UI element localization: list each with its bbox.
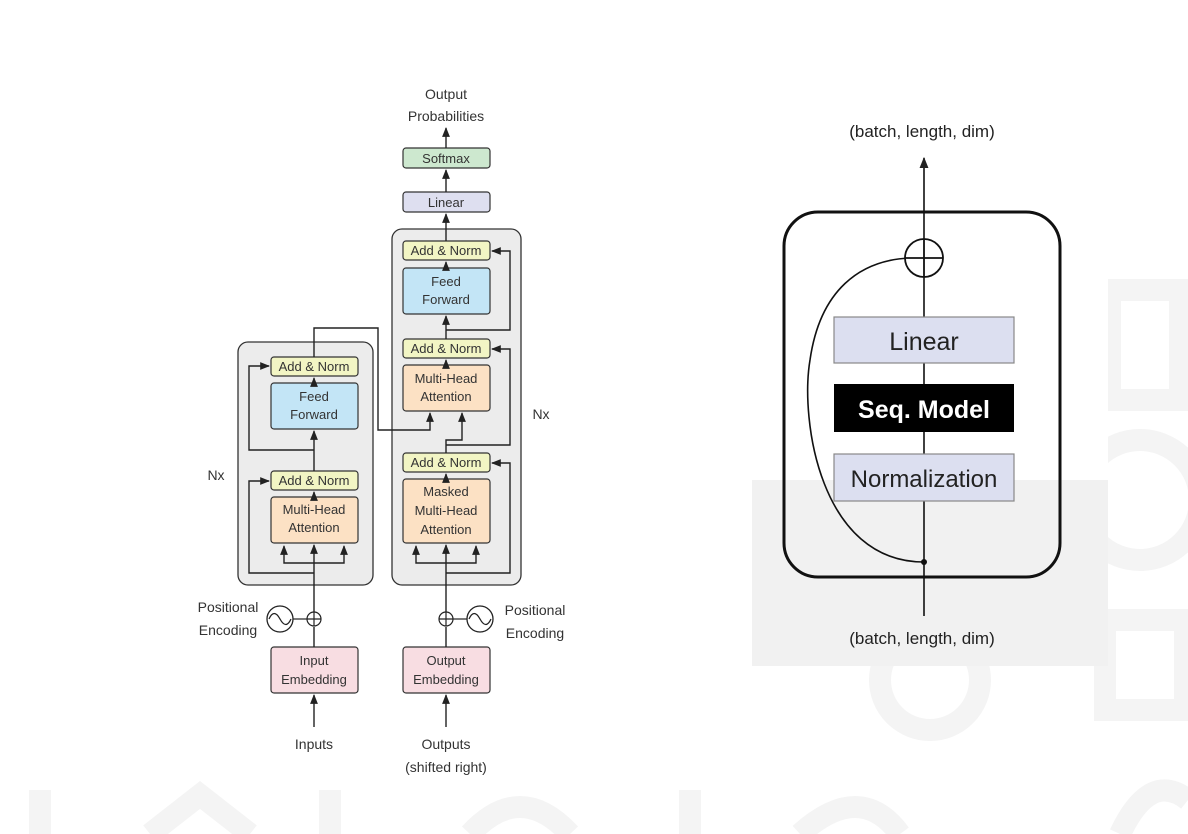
decoder-add-norm-2-label: Add & Norm xyxy=(411,341,482,356)
transformer-diagram: Output Probabilities Softmax Linear Add … xyxy=(198,86,566,775)
output-embedding-label-2: Embedding xyxy=(413,672,479,687)
encoder-stack xyxy=(237,341,374,586)
encoder-positional-label-1: Positional xyxy=(198,599,259,615)
transformer-arrows xyxy=(248,127,511,727)
block-linear-box xyxy=(833,316,1015,364)
masked-label-3: Attention xyxy=(420,522,471,537)
residual-block-diagram: (batch, length, dim) (batch, length, dim… xyxy=(752,100,1108,666)
encoder-ff-label-2: Forward xyxy=(290,407,338,422)
encoder-add-icon xyxy=(306,611,322,627)
input-embedding-label-2: Embedding xyxy=(281,672,347,687)
encoder-nx-label: Nx xyxy=(207,467,224,483)
output-probabilities-label: Output xyxy=(425,86,467,102)
block-normalization-box xyxy=(833,453,1015,502)
inputs-label: Inputs xyxy=(295,736,333,752)
encoder-ff-label-1: Feed xyxy=(299,389,329,404)
outputs-label: Outputs xyxy=(421,736,470,752)
linear-label: Linear xyxy=(428,195,465,210)
encoder-add-norm-1-label: Add & Norm xyxy=(279,473,350,488)
masked-label-2: Multi-Head xyxy=(415,503,478,518)
decoder-positional-label-2: Encoding xyxy=(506,625,564,641)
decoder-add-icon xyxy=(438,611,454,627)
decoder-ff-label-1: Feed xyxy=(431,274,461,289)
decoder-mha-label-2: Attention xyxy=(420,389,471,404)
masked-label-1: Masked xyxy=(423,484,469,499)
decoder-add-norm-3-label: Add & Norm xyxy=(411,243,482,258)
outputs-shifted-label: (shifted right) xyxy=(405,759,487,775)
block-linear-label: Linear xyxy=(889,328,959,356)
decoder-sine-icon xyxy=(466,605,494,633)
decoder-ff-label-2: Forward xyxy=(422,292,470,307)
block-branch-dot xyxy=(921,559,927,565)
output-probabilities-label-2: Probabilities xyxy=(408,108,484,124)
decoder-add-norm-1-label: Add & Norm xyxy=(411,455,482,470)
block-bottom-label: (batch, length, dim) xyxy=(849,629,995,648)
decoder-mha-label-1: Multi-Head xyxy=(415,371,478,386)
input-embedding-label-1: Input xyxy=(300,653,329,668)
encoder-add-norm-2-label: Add & Norm xyxy=(279,359,350,374)
block-seq-model-label: Seq. Model xyxy=(858,396,990,424)
encoder-mha-label-1: Multi-Head xyxy=(283,502,346,517)
encoder-sine-icon xyxy=(266,605,294,633)
block-top-label: (batch, length, dim) xyxy=(849,122,995,141)
block-container xyxy=(782,210,1062,579)
block-seq-model-box xyxy=(834,384,1014,432)
softmax-label: Softmax xyxy=(422,151,470,166)
encoder-positional-label-2: Encoding xyxy=(199,622,257,638)
decoder-positional-label-1: Positional xyxy=(505,602,566,618)
decoder-nx-label: Nx xyxy=(532,406,549,422)
block-panel-background xyxy=(752,100,1108,666)
block-residual-path xyxy=(806,257,925,563)
block-normalization-label: Normalization xyxy=(851,466,998,493)
block-add-icon xyxy=(904,238,944,278)
block-panel-shade xyxy=(752,480,1108,666)
encoder-mha-label-2: Attention xyxy=(288,520,339,535)
output-embedding-label-1: Output xyxy=(426,653,465,668)
